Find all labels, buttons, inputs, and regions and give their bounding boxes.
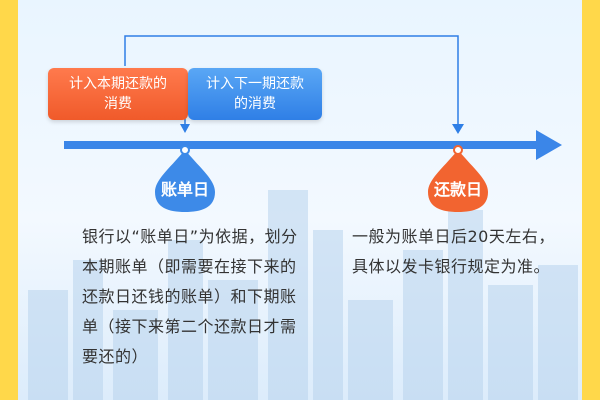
repayment-day-label: 还款日 [433,180,482,199]
infographic-panel: 计入本期还款的消费 计入下一期还款的消费 账单日 还款日 银行以“账单日”为依据… [18,0,582,400]
current-period-spending-label: 计入本期还款的消费 [69,76,167,112]
statement-day-drop [155,150,215,212]
repayment-day-description: 一般为账单日后20天左右，具体以发卡银行规定为准。 [352,227,555,276]
bracket-arrowhead [452,124,464,134]
current-period-spending-tag: 计入本期还款的消费 [48,68,188,120]
city-skyline-background [28,190,578,400]
timeline-bar [64,141,544,149]
connector-arrowhead [180,124,190,133]
timeline-arrowhead [536,130,562,160]
timeline-diagram [64,35,562,212]
repayment-day-drop [428,150,488,212]
bracket-to-repayment [124,35,459,128]
next-period-spending-tag: 计入下一期还款的消费 [188,68,322,120]
statement-day-description: 银行以“账单日”为依据，划分本期账单（即需要在接下来的还款日还钱的账单）和下期账… [82,227,298,366]
next-period-spending-label: 计入下一期还款的消费 [206,76,304,112]
statement-day-label: 账单日 [160,180,209,199]
